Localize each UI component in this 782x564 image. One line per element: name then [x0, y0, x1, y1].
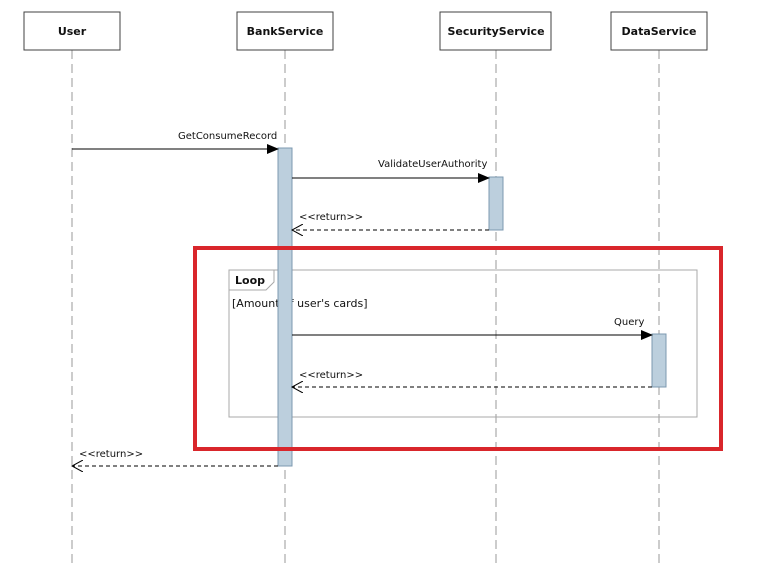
- loop-operator-label: Loop: [235, 274, 265, 287]
- message-return-data[interactable]: <<return>>: [292, 370, 652, 387]
- message-return-bank-label: <<return>>: [79, 449, 143, 460]
- activation-bankservice: [277, 147, 293, 467]
- participant-bankservice-label: BankService: [247, 25, 324, 38]
- message-getconsumerecord[interactable]: GetConsumeRecord: [72, 131, 279, 154]
- message-return-security[interactable]: <<return>>: [292, 212, 489, 230]
- message-query[interactable]: Query: [292, 317, 653, 340]
- message-validateuserauthority-label: ValidateUserAuthority: [378, 159, 487, 170]
- message-query-label: Query: [614, 317, 644, 328]
- participant-securityservice-label: SecurityService: [447, 25, 544, 38]
- loop-frame-border: [228, 269, 698, 418]
- highlight-rectangle: [193, 246, 723, 451]
- activation-dataservice: [651, 333, 667, 388]
- message-validateuserauthority[interactable]: ValidateUserAuthority: [292, 159, 490, 183]
- participant-securityservice[interactable]: SecurityService: [439, 11, 552, 51]
- loop-frame[interactable]: Loop [Amount of user's cards]: [228, 269, 698, 418]
- message-return-data-label: <<return>>: [299, 370, 363, 381]
- participant-dataservice-label: DataService: [622, 25, 697, 38]
- activation-securityservice: [488, 176, 504, 231]
- participant-user-label: User: [58, 25, 87, 38]
- loop-frame-tab: [228, 269, 275, 291]
- loop-guard-label: [Amount of user's cards]: [232, 297, 367, 310]
- participant-user[interactable]: User: [23, 11, 121, 51]
- participant-bankservice[interactable]: BankService: [236, 11, 334, 51]
- message-getconsumerecord-label: GetConsumeRecord: [178, 131, 277, 142]
- message-return-security-label: <<return>>: [299, 212, 363, 223]
- message-return-bank[interactable]: <<return>>: [72, 449, 278, 466]
- participant-dataservice[interactable]: DataService: [610, 11, 708, 51]
